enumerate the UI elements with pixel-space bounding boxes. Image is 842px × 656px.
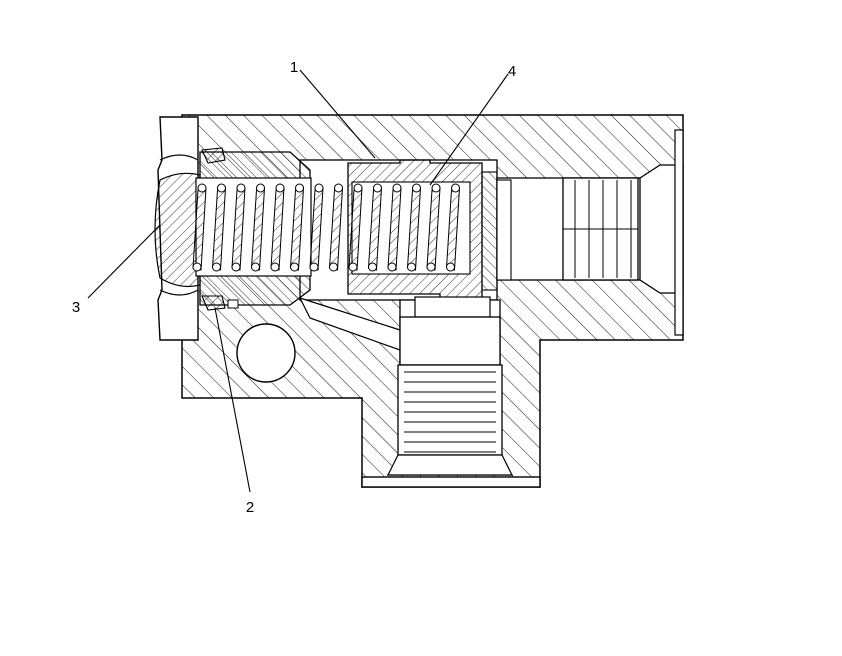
spring-coil <box>406 183 422 272</box>
callout-4: 4 <box>508 63 516 80</box>
spring-coil <box>348 183 363 272</box>
spring-coil <box>192 183 207 272</box>
spring-coil <box>426 183 441 272</box>
spring-coil <box>309 183 324 272</box>
leader-lines <box>87 69 509 493</box>
spring-coil <box>270 183 285 272</box>
right-piston <box>562 177 639 281</box>
lower-plug <box>387 296 513 476</box>
spring-coil <box>250 183 266 272</box>
spring-coil <box>445 183 461 272</box>
spring-coil <box>328 183 344 272</box>
o-ring-seals <box>201 147 239 311</box>
callout-1: 1 <box>290 59 298 76</box>
spring <box>192 183 461 272</box>
spring-coil <box>231 183 246 272</box>
callout-2: 2 <box>246 499 254 516</box>
plug-hex-head <box>154 116 201 341</box>
spring-coil <box>211 183 227 272</box>
spring-coil <box>289 183 305 272</box>
callout-3: 3 <box>72 299 80 316</box>
spring-coil <box>387 183 402 272</box>
spring-coil <box>367 183 383 272</box>
